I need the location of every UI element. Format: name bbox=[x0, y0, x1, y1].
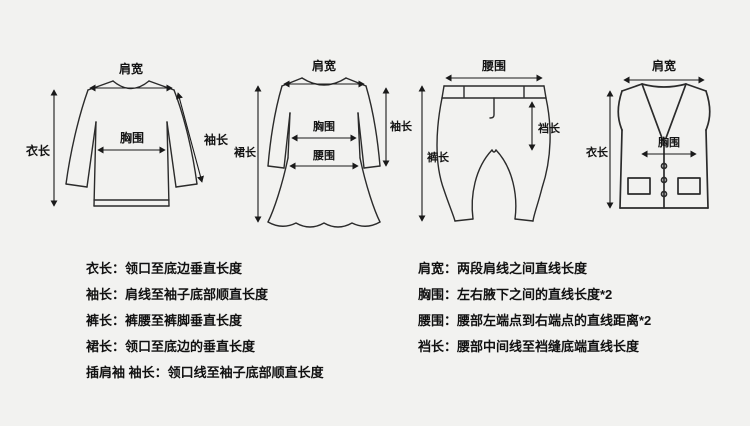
definition-pants-length: 裤长：裤腰至裤脚垂直长度 bbox=[86, 313, 243, 328]
pants-waist-label: 腰围 bbox=[481, 58, 506, 73]
pants-length-label: 裤长 bbox=[426, 150, 450, 164]
definition-waist: 腰围：腰部左端点到右端点的直线距离*2 bbox=[418, 313, 652, 328]
pants-measure-arrows bbox=[418, 74, 543, 222]
dress-chest-label: 胸围 bbox=[313, 119, 335, 133]
pants-diagram: 腰围 裆长 裤长 bbox=[418, 58, 561, 222]
pants-crotch-label: 裆长 bbox=[538, 121, 561, 135]
sweater-sleeve-label: 袖长 bbox=[204, 132, 229, 147]
pants-outline bbox=[436, 85, 551, 222]
definition-crotch-length: 裆长：腰部中间线至裆缝底端直线长度 bbox=[418, 339, 640, 354]
definition-garment-length: 衣长：领口至底边垂直长度 bbox=[86, 261, 243, 276]
vest-length-label: 衣长 bbox=[586, 145, 609, 159]
dress-shoulder-label: 肩宽 bbox=[312, 58, 336, 73]
definition-skirt-length: 裙长：领口至底边的垂直长度 bbox=[86, 339, 256, 354]
sweater-diagram: 肩宽 衣长 胸围 袖长 bbox=[26, 61, 229, 207]
vest-measure-arrows bbox=[606, 76, 705, 209]
vest-diagram: 肩宽 衣长 胸围 bbox=[586, 58, 711, 209]
dress-diagram: 肩宽 裙长 胸围 腰围 袖长 bbox=[234, 58, 413, 228]
vest-chest-label: 胸围 bbox=[658, 135, 680, 149]
dress-measure-arrows bbox=[254, 80, 390, 223]
vest-shoulder-label: 肩宽 bbox=[652, 58, 676, 73]
sweater-shoulder-label: 肩宽 bbox=[119, 61, 143, 76]
dress-sleeve-label: 袖长 bbox=[390, 119, 413, 133]
sweater-length-label: 衣长 bbox=[26, 143, 51, 158]
sweater-measure-arrows bbox=[50, 84, 204, 207]
sweater-chest-label: 胸围 bbox=[120, 130, 144, 145]
definition-sleeve-length: 袖长：肩线至袖子底部顺直长度 bbox=[86, 287, 269, 302]
definitions-left-column: 衣长：领口至底边垂直长度 袖长：肩线至袖子底部顺直长度 裤长：裤腰至裤脚垂直长度… bbox=[86, 256, 324, 386]
dress-waist-label: 腰围 bbox=[312, 149, 335, 162]
dress-skirt-length-label: 裙长 bbox=[234, 145, 257, 159]
definition-chest: 胸围：左右腋下之间的直线长度*2 bbox=[418, 287, 613, 302]
definition-raglan-sleeve-length: 插肩袖 袖长：领口线至袖子底部顺直长度 bbox=[86, 365, 324, 380]
vest-outline bbox=[617, 83, 711, 209]
definition-shoulder-width: 肩宽：两段肩线之间直线长度 bbox=[418, 261, 588, 276]
definitions-right-column: 肩宽：两段肩线之间直线长度 胸围：左右腋下之间的直线长度*2 腰围：腰部左端点到… bbox=[418, 256, 651, 360]
